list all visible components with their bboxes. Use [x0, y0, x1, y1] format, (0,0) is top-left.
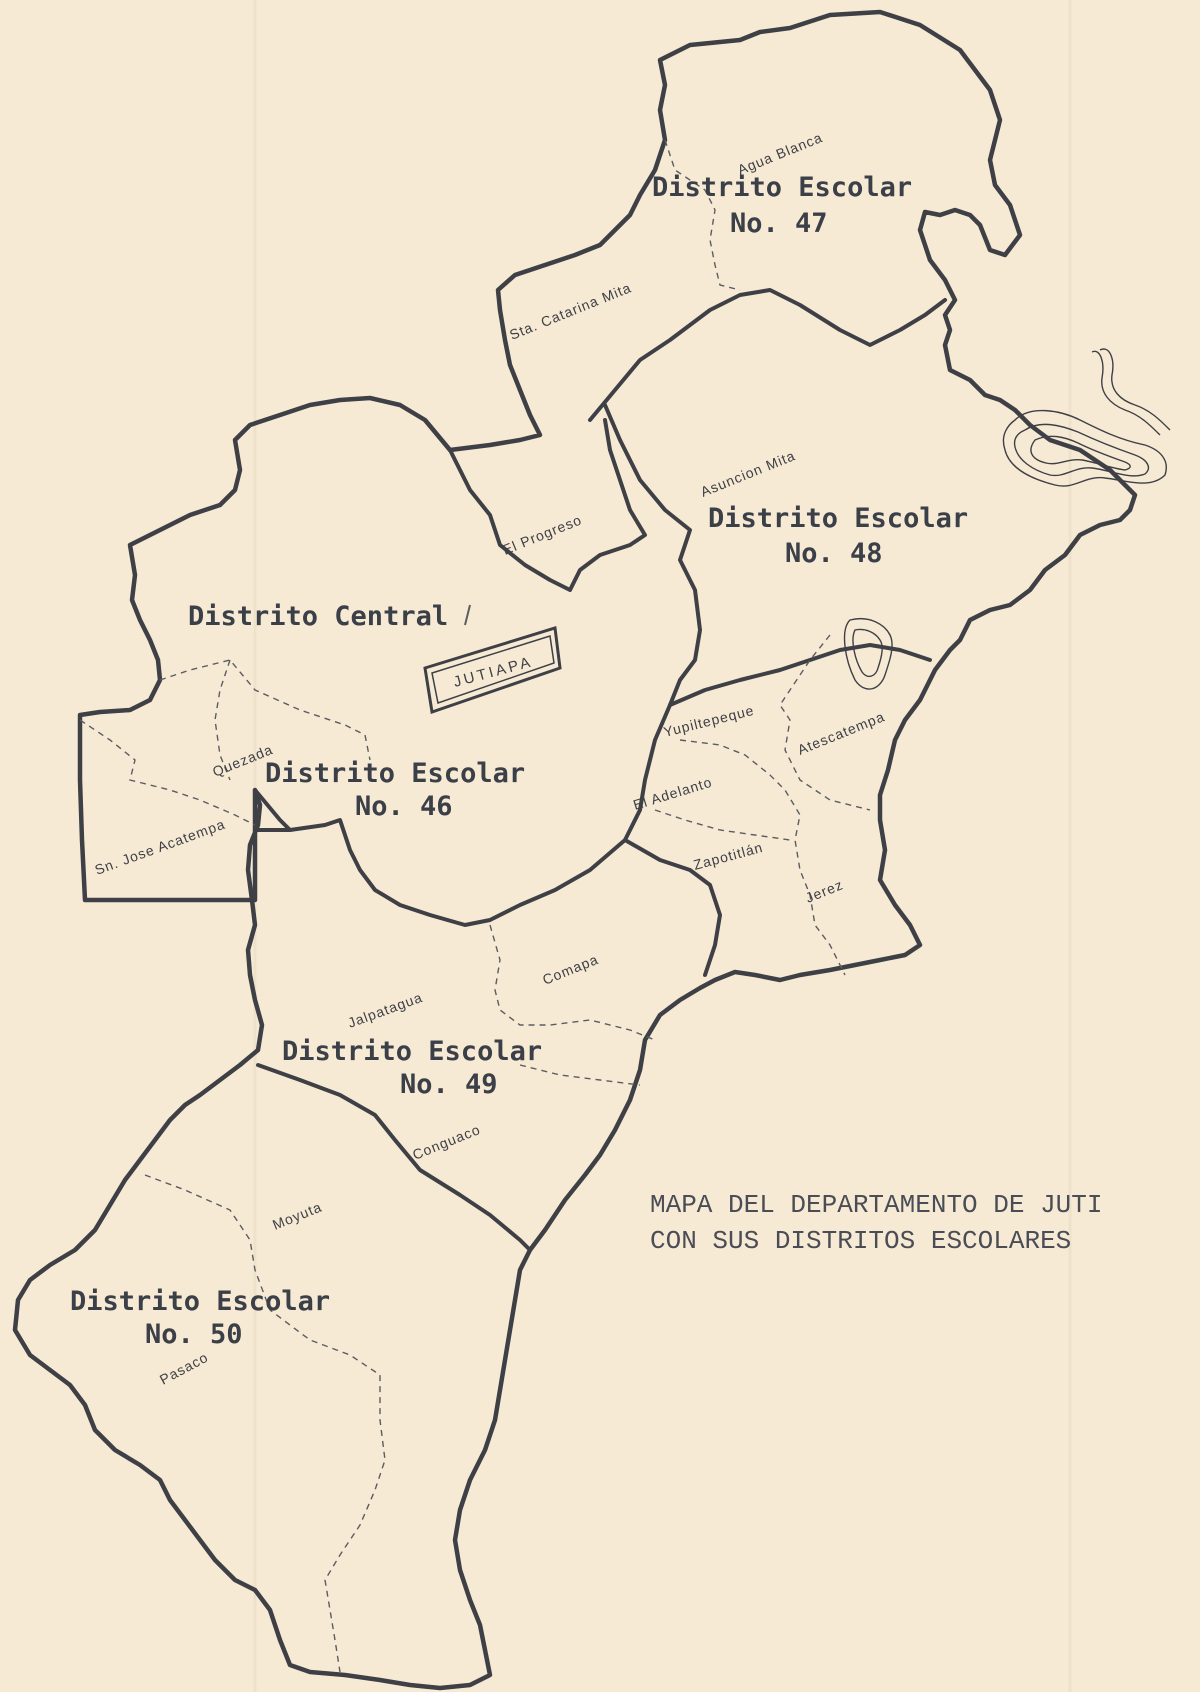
town-sta-catarina-mita: Sta. Catarina Mita	[507, 279, 634, 343]
muni-boundary	[489, 924, 656, 1041]
muni-boundary	[664, 139, 741, 291]
muni-boundary	[159, 659, 371, 761]
capital-label: JUTIAPA	[452, 653, 535, 691]
muni-boundary	[779, 634, 871, 811]
muni-boundary	[654, 809, 791, 841]
district-48-line1: Distrito Escolar	[708, 503, 968, 534]
town-pasaco: Pasaco	[157, 1349, 211, 1388]
boundary-d46-east	[623, 703, 672, 842]
district-50-line1: Distrito Escolar	[70, 1286, 330, 1317]
district-46-line1: Distrito Escolar	[265, 758, 525, 789]
district-48-line2: No. 48	[785, 538, 883, 569]
town-el-progreso: El Progreso	[500, 511, 584, 557]
district-47-line1: Distrito Escolar	[652, 172, 912, 203]
town-moyuta: Moyuta	[270, 1198, 324, 1232]
boundary-d48-south	[668, 643, 932, 707]
lake-atescatempa	[843, 618, 893, 690]
boundary-el-progreso	[448, 418, 647, 592]
district-49-line2: No. 49	[400, 1069, 498, 1100]
district-49-line1: Distrito Escolar	[282, 1036, 542, 1067]
town-jerez: Jerez	[803, 876, 845, 906]
boundary-central-d48	[603, 403, 702, 707]
town-zapotitlan: Zapotitlán	[692, 839, 765, 873]
map-caption-line2: CON SUS DISTRITOS ESCOLARES	[650, 1226, 1071, 1256]
town-comapa: Comapa	[540, 951, 601, 988]
district-central-label: Distrito Central	[188, 601, 448, 632]
district-47-line2: No. 47	[730, 208, 828, 239]
town-yupiltepeque: Yupiltepeque	[662, 702, 756, 740]
muni-boundary	[144, 1174, 386, 1673]
boundary-d49-d50	[256, 1063, 532, 1252]
department-boundary	[12, 9, 1138, 1691]
town-atescatempa: Atescatempa	[795, 708, 887, 758]
district-50-line2: No. 50	[145, 1319, 243, 1350]
district-46-line2: No. 46	[355, 791, 453, 822]
muni-boundary	[519, 1064, 641, 1086]
boundary-d46-west	[253, 788, 292, 832]
boundary-d47-d48	[588, 288, 947, 422]
town-sn-jose-acatempa: Sn. Jose Acatempa	[93, 816, 228, 878]
map-caption-line1: MAPA DEL DEPARTAMENTO DE JUTI	[650, 1190, 1102, 1220]
town-asuncion-mita: Asuncion Mita	[698, 447, 798, 500]
lake-guija	[1002, 348, 1171, 487]
town-jalpatagua: Jalpatagua	[346, 989, 425, 1031]
muni-boundary	[679, 739, 846, 976]
town-agua-blanca: Agua Blanca	[735, 129, 825, 178]
town-conguaco: Conguaco	[410, 1121, 483, 1163]
boundary-d46-d49	[253, 818, 722, 977]
